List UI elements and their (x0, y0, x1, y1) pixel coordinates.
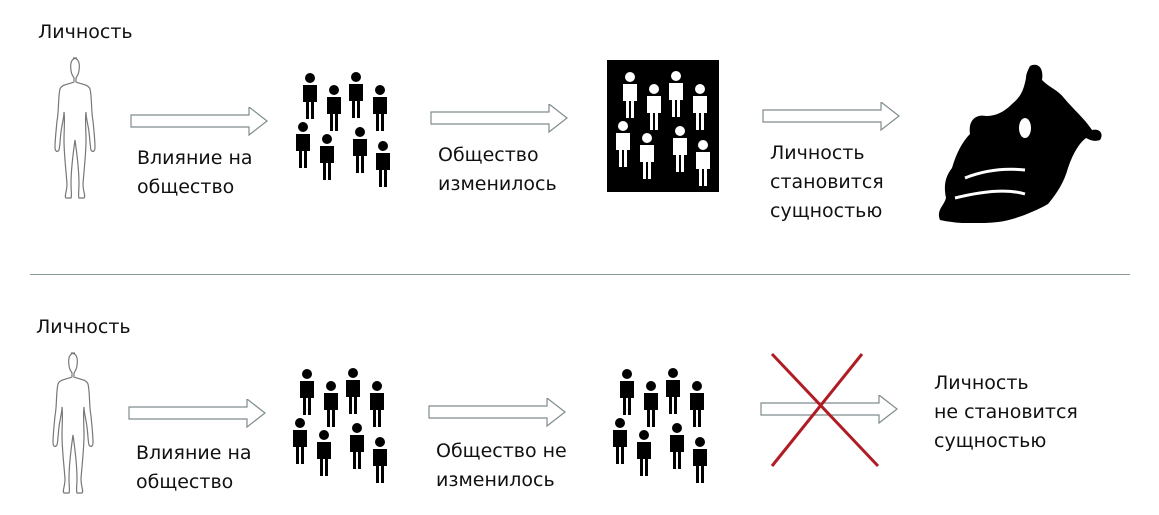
divider (30, 274, 1130, 275)
arrow-icon (130, 107, 268, 136)
arrow-icon (428, 398, 566, 427)
arrow-icon (430, 104, 568, 133)
row1-step2-label: Общество изменилось (438, 144, 557, 195)
person-outline-icon (54, 57, 96, 199)
crowd-icon (292, 367, 402, 487)
cross-icon (770, 352, 880, 468)
crowd-icon (612, 367, 722, 487)
row2-step2-label: Общество не изменилось (436, 440, 567, 491)
person-outline-icon (52, 352, 94, 494)
row2-step1-label: Влияние на общество (136, 442, 252, 493)
row1-step1-label: Влияние на общество (137, 147, 253, 198)
arrow-icon (762, 102, 900, 131)
arrow-icon (128, 399, 266, 428)
crowd-inverted-icon (615, 70, 727, 202)
row1-title: Личность (38, 21, 133, 43)
row2-title: Личность (36, 316, 131, 338)
row2-step3-label: Личность не становится сущностью (934, 372, 1078, 452)
row1-step3-label: Личность становится сущностью (770, 142, 884, 222)
entity-silhouette-icon (938, 64, 1102, 223)
crowd-icon (295, 71, 405, 191)
changed-society-box (607, 60, 719, 192)
